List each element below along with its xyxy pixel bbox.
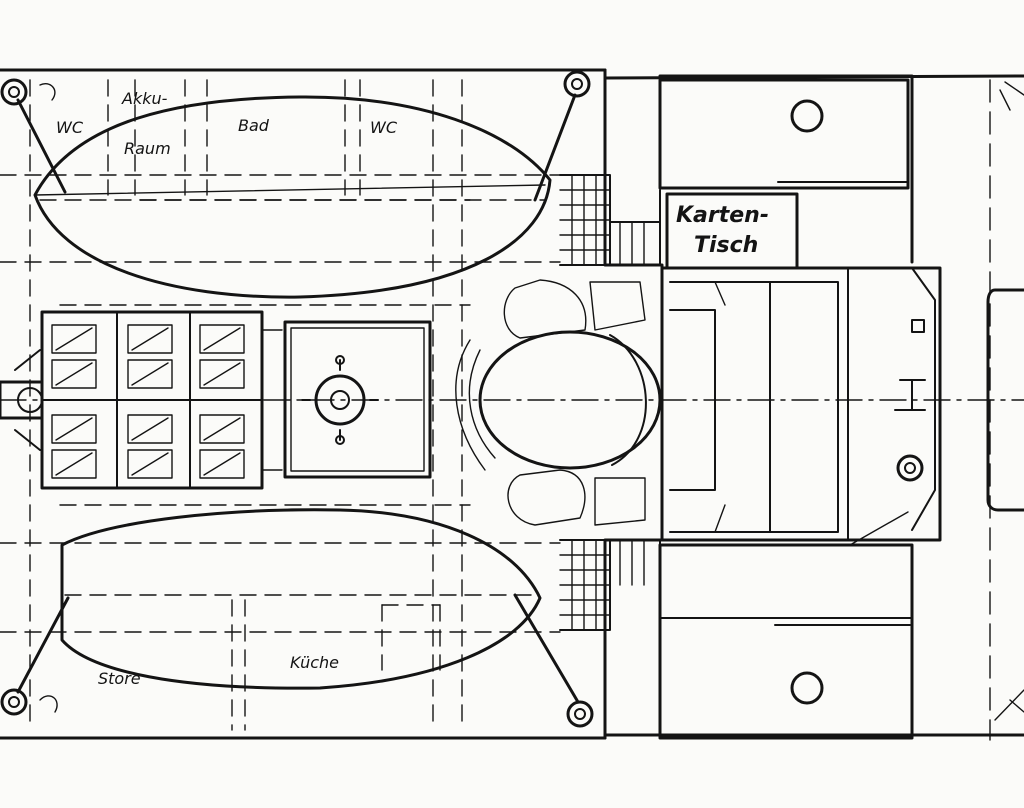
longitudinal-dashed-lines (0, 174, 1024, 633)
label-karten: Karten- (676, 203, 769, 228)
deckhouse (603, 68, 1024, 740)
hatch-grid (0, 310, 283, 490)
lifeboat-lower (60, 508, 542, 690)
skylight-box (283, 320, 432, 479)
label-wc-left: WC (56, 118, 84, 137)
label-tisch: Tisch (694, 233, 758, 258)
davits (0, 70, 1024, 728)
room-labels: WC Akku- Raum Bad WC Karten- Tisch Store… (56, 89, 769, 688)
label-wc-right: WC (370, 118, 398, 137)
stairs-upper (559, 174, 661, 266)
lifeboat-upper (33, 95, 552, 299)
frame-lines (29, 79, 463, 731)
hull-outline (0, 68, 1024, 741)
label-bad: Bad (238, 116, 270, 135)
label-store: Store (98, 669, 141, 688)
label-akku: Akku- (121, 89, 168, 108)
label-raum: Raum (124, 139, 171, 158)
stairs-lower (559, 539, 661, 631)
funnel (455, 279, 662, 526)
label-kuche: Küche (290, 653, 339, 672)
